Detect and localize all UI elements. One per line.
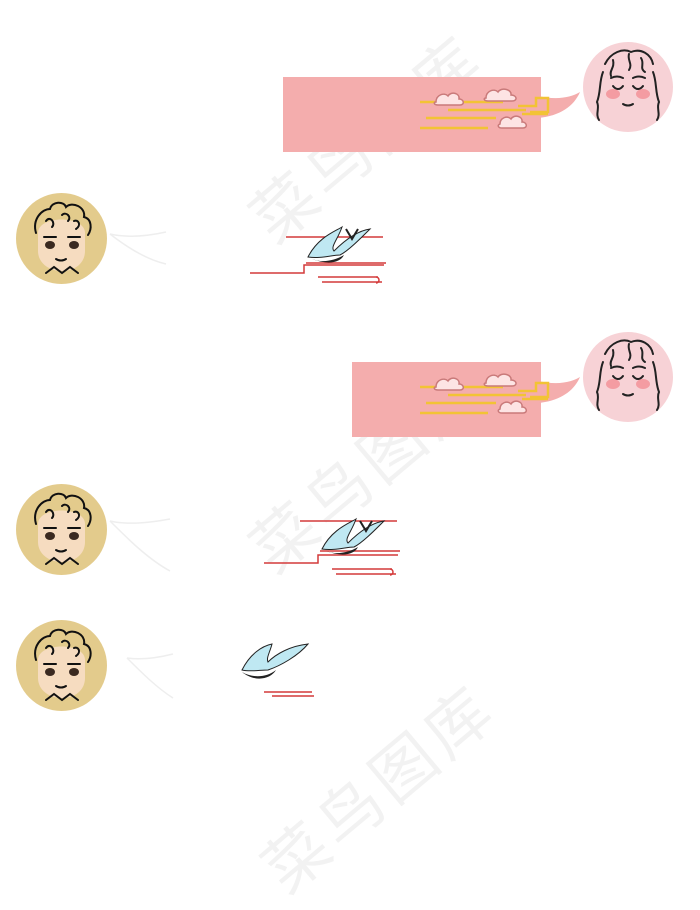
boy-face-icon (34, 492, 92, 566)
ink-brush-stroke-icon (241, 643, 314, 697)
girl-face-icon (595, 339, 661, 411)
message-bubble[interactable] (352, 362, 541, 437)
boy-avatar[interactable] (16, 620, 107, 711)
bubble-tail-outline-icon (109, 518, 171, 572)
boy-avatar[interactable] (16, 484, 107, 575)
girl-avatar[interactable] (583, 42, 673, 132)
bubble-tail-outline-icon (126, 653, 174, 699)
ink-pavilion-icon (264, 517, 400, 576)
girl-face-icon (595, 49, 661, 121)
cloud-pattern-icon (420, 373, 550, 415)
boy-face-icon (34, 628, 92, 702)
bubble-tail-outline-icon (109, 231, 167, 265)
cloud-pattern-icon (420, 88, 550, 130)
boy-face-icon (34, 201, 92, 275)
message-bubble[interactable] (283, 77, 541, 152)
boy-avatar[interactable] (16, 193, 107, 284)
ink-pavilion-icon (250, 225, 386, 284)
girl-avatar[interactable] (583, 332, 673, 422)
